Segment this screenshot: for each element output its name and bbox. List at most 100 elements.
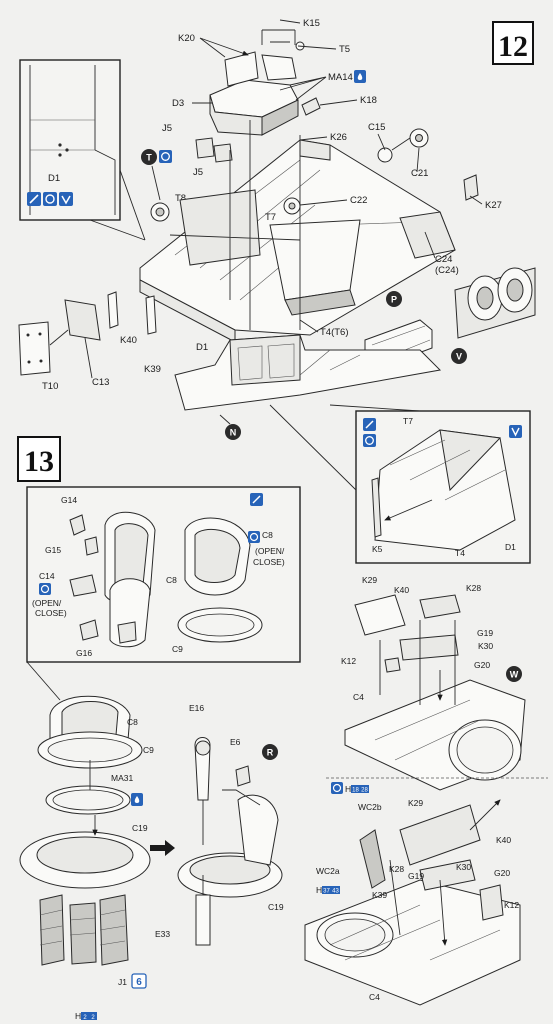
swap-icon <box>248 531 260 543</box>
marker-v-letter: V <box>456 352 462 362</box>
part-c22 <box>283 197 301 215</box>
label-g14: G14 <box>61 495 77 505</box>
label-open-close-a2: CLOSE) <box>35 608 67 618</box>
label-t10: T10 <box>42 381 58 392</box>
swap-icon <box>331 782 343 794</box>
label-inset-d1: D1 <box>505 542 516 552</box>
label-inset-t7: T7 <box>403 416 413 426</box>
ref-h2-b: 43 <box>332 889 339 895</box>
label-k26: K26 <box>330 132 347 143</box>
step-12-badge: 12 <box>492 21 534 65</box>
label-c9-b: C9 <box>143 745 154 755</box>
label-k40: K40 <box>120 335 137 346</box>
label-wc2b: WC2b <box>358 802 382 812</box>
label-c21: C21 <box>411 168 428 179</box>
marker-v: V <box>451 348 467 364</box>
assembly-arrow <box>150 840 175 856</box>
label-inset-k5: K5 <box>372 544 383 554</box>
part-t8-cluster <box>150 202 170 222</box>
label-c24: C24 <box>435 254 452 265</box>
label-c9-a: C9 <box>172 644 183 654</box>
inset-icons <box>27 192 73 206</box>
marker-n: N <box>225 424 241 440</box>
marker-t: T <box>141 149 172 165</box>
label-k30-b: K30 <box>456 862 471 872</box>
label-open-close-a: (OPEN/ <box>32 598 62 608</box>
label-j5-lower: J5 <box>193 167 203 178</box>
label-d1-inset: D1 <box>48 173 60 184</box>
inset-right-icons <box>363 418 522 447</box>
swap-icon <box>43 192 57 206</box>
side-panel-lower <box>174 334 442 411</box>
glue-icon <box>131 793 143 806</box>
ref-h3: H <box>75 1011 81 1021</box>
step-13-number: 13 <box>24 445 54 478</box>
step-12-number: 12 <box>498 30 528 63</box>
bracket-j5-parts <box>195 137 233 163</box>
step-12-inset-detail: D1 <box>19 59 121 221</box>
label-g20-a: G20 <box>474 660 490 670</box>
ref-h1: H <box>345 784 351 794</box>
label-open-close-b: (OPEN/ <box>255 546 285 556</box>
marker-w-letter: W <box>510 670 519 680</box>
spare-wheels-assembly <box>454 267 536 339</box>
hull-body <box>139 139 456 343</box>
label-k39: K39 <box>144 364 161 375</box>
label-e6: E6 <box>230 737 241 747</box>
marker-r: R <box>262 744 278 760</box>
label-g16: G16 <box>76 648 92 658</box>
label-k27: K27 <box>485 200 502 211</box>
quantity-badge: 6 <box>131 973 147 989</box>
glue-icon <box>354 70 366 83</box>
quantity-value: 6 <box>136 977 142 988</box>
label-c15: C15 <box>368 122 385 133</box>
ref-h3-a: 2 <box>83 1015 87 1021</box>
swap-icon <box>39 583 51 595</box>
marker-w: W <box>506 666 522 682</box>
label-j1: J1 <box>118 977 127 987</box>
label-c19-b: C19 <box>268 902 284 912</box>
label-k29-b: K29 <box>408 798 423 808</box>
label-k30-a: K30 <box>478 641 493 651</box>
label-c8-c: C8 <box>127 717 138 727</box>
part-k27 <box>463 174 479 201</box>
label-d1: D1 <box>196 342 208 353</box>
rear-deck-assembly-lower: H 18 28 H 37 43 <box>304 782 521 1006</box>
part-c15 <box>377 147 393 163</box>
label-k12-b: K12 <box>504 900 519 910</box>
label-c8-a: C8 <box>166 575 177 585</box>
part-c13 <box>64 299 101 341</box>
marker-p: P <box>386 291 402 307</box>
marker-n-letter: N <box>230 428 237 438</box>
part-ref-h-2: H 2 2 <box>75 1011 97 1021</box>
label-g19-a: G19 <box>477 628 493 638</box>
label-g19-b: G19 <box>408 871 424 881</box>
part-ref-h-18: H 18 28 <box>345 784 369 794</box>
label-open-close-b2: CLOSE) <box>253 557 285 567</box>
ref-h2-a: 37 <box>323 889 330 895</box>
label-e16: E16 <box>189 703 204 713</box>
label-k28-a: K28 <box>466 583 481 593</box>
part-ref-h-37: H 37 43 <box>316 885 340 895</box>
marker-p-letter: P <box>391 295 397 305</box>
cut-icon <box>59 192 73 206</box>
label-c4-a: C4 <box>353 692 364 702</box>
label-k12-a: K12 <box>341 656 356 666</box>
ref-h3-b: 2 <box>91 1015 95 1021</box>
swap-icon <box>159 150 172 163</box>
part-k39 <box>145 295 157 335</box>
label-c8-b: C8 <box>262 530 273 540</box>
step-13: 13 G14 G15 C14 (OPEN/ <box>17 436 548 1021</box>
label-k40-a: K40 <box>394 585 409 595</box>
ref-h1-a: 18 <box>352 788 359 794</box>
label-k29-a: K29 <box>362 575 377 585</box>
part-k40 <box>107 291 119 329</box>
step-13-hatch-detail-box: G14 G15 C14 (OPEN/ CLOSE) C8 G16 C8 (OPE… <box>26 486 301 663</box>
ref-h2: H <box>316 885 322 895</box>
label-k18: K18 <box>360 95 377 106</box>
label-t7: T7 <box>265 212 276 223</box>
step-12-inset-right: T7 K5 T4 D1 <box>355 410 531 564</box>
step-12: 12 D1 <box>18 18 536 564</box>
marker-t-letter: T <box>146 153 152 163</box>
